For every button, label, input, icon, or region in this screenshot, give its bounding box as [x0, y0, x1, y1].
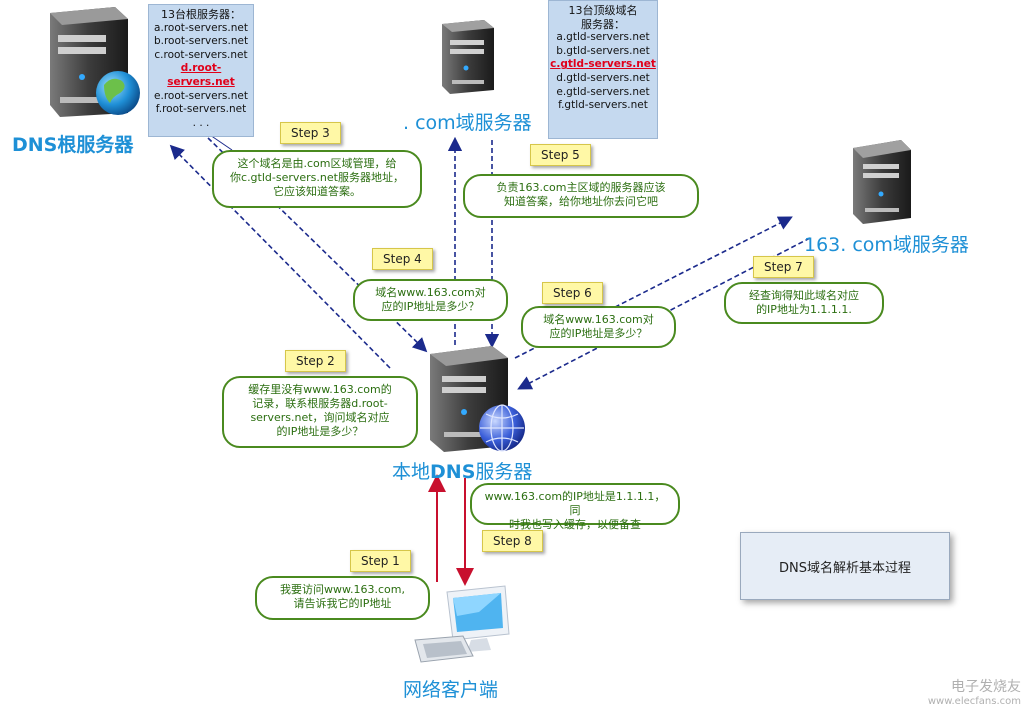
root-server-icon	[50, 7, 140, 117]
root-list-item: b.root-servers.net	[153, 35, 249, 48]
root-server-list: 13台根服务器： a.root-servers.net b.root-serve…	[148, 4, 254, 137]
tld-list-item: d.gtld-servers.net	[556, 71, 650, 84]
bubble-step1: 我要访问www.163.com,请告诉我它的IP地址	[255, 576, 430, 620]
tld-server-list: 13台顶级域名 服务器： a.gtld-servers.net b.gtld-s…	[548, 0, 658, 139]
root-list-title: 13台根服务器：	[161, 8, 241, 21]
step-2-label: Step 2	[285, 350, 346, 372]
bubble-step2: 缓存里没有www.163.com的记录，联系根服务器d.root-servers…	[222, 376, 418, 448]
local-dns-label: 本地DNS服务器	[392, 461, 533, 483]
tld-list-title: 服务器：	[581, 17, 625, 31]
bubble-step6: 域名www.163.com对应的IP地址是多少？	[521, 306, 676, 348]
com-server-icon	[442, 20, 494, 94]
bubble-step5: 负责163.com主区域的服务器应该知道答案，给你地址你去问它吧	[463, 174, 699, 218]
bubble-step3: 这个域名是由.com区域管理，给你c.gtld-servers.net服务器地址…	[212, 150, 422, 208]
watermark-url: www.elecfans.com	[927, 696, 1021, 707]
root-list-item: c.root-servers.net	[154, 48, 248, 61]
client-computer-icon	[414, 585, 510, 663]
tld-list-item: b.gtld-servers.net	[556, 44, 650, 57]
site-server-icon	[853, 140, 911, 224]
bubble-step7: 经查询得知此域名对应的IP地址为1.1.1.1.	[724, 282, 884, 324]
step-7-label: Step 7	[753, 256, 814, 278]
watermark-brand: 电子发烧友	[951, 679, 1021, 695]
diagram-title: DNS域名解析基本过程	[740, 532, 950, 600]
bubble-step8: www.163.com的IP地址是1.1.1.1，同时我也写入缓存，以便备查	[470, 483, 680, 531]
step-4-label: Step 4	[372, 248, 433, 270]
bubble-step4: 域名www.163.com对应的IP地址是多少？	[353, 279, 508, 321]
site-server-label: 163. com域服务器	[804, 234, 969, 256]
tld-list-title: 13台顶级域名	[568, 4, 638, 17]
arrow-local-to-root	[169, 144, 391, 369]
root-list-item: f.root-servers.net	[155, 103, 247, 116]
root-list-ellipsis: . . .	[192, 116, 210, 129]
step-6-label: Step 6	[542, 282, 603, 304]
step-8-label: Step 8	[482, 530, 543, 552]
tld-list-item: e.gtld-servers.net	[556, 85, 650, 98]
local-dns-server-icon	[430, 346, 525, 452]
root-server-label: DNS根服务器	[12, 134, 134, 156]
tld-list-item-highlighted: c.gtld-servers.net	[550, 58, 656, 71]
watermark: 电子发烧友 www.elecfans.com	[928, 676, 1021, 707]
root-list-item: e.root-servers.net	[154, 89, 248, 102]
client-label: 网络客户端	[403, 679, 499, 701]
root-list-item: a.root-servers.net	[154, 21, 248, 34]
step-5-label: Step 5	[530, 144, 591, 166]
com-server-label: . com域服务器	[403, 112, 532, 134]
tld-list-item: f.gtld-servers.net	[558, 99, 648, 112]
step-1-label: Step 1	[350, 550, 411, 572]
tld-list-item: a.gtld-servers.net	[556, 31, 650, 44]
step-3-label: Step 3	[280, 122, 341, 144]
root-list-item-highlighted: d.root-servers.net	[167, 62, 235, 88]
